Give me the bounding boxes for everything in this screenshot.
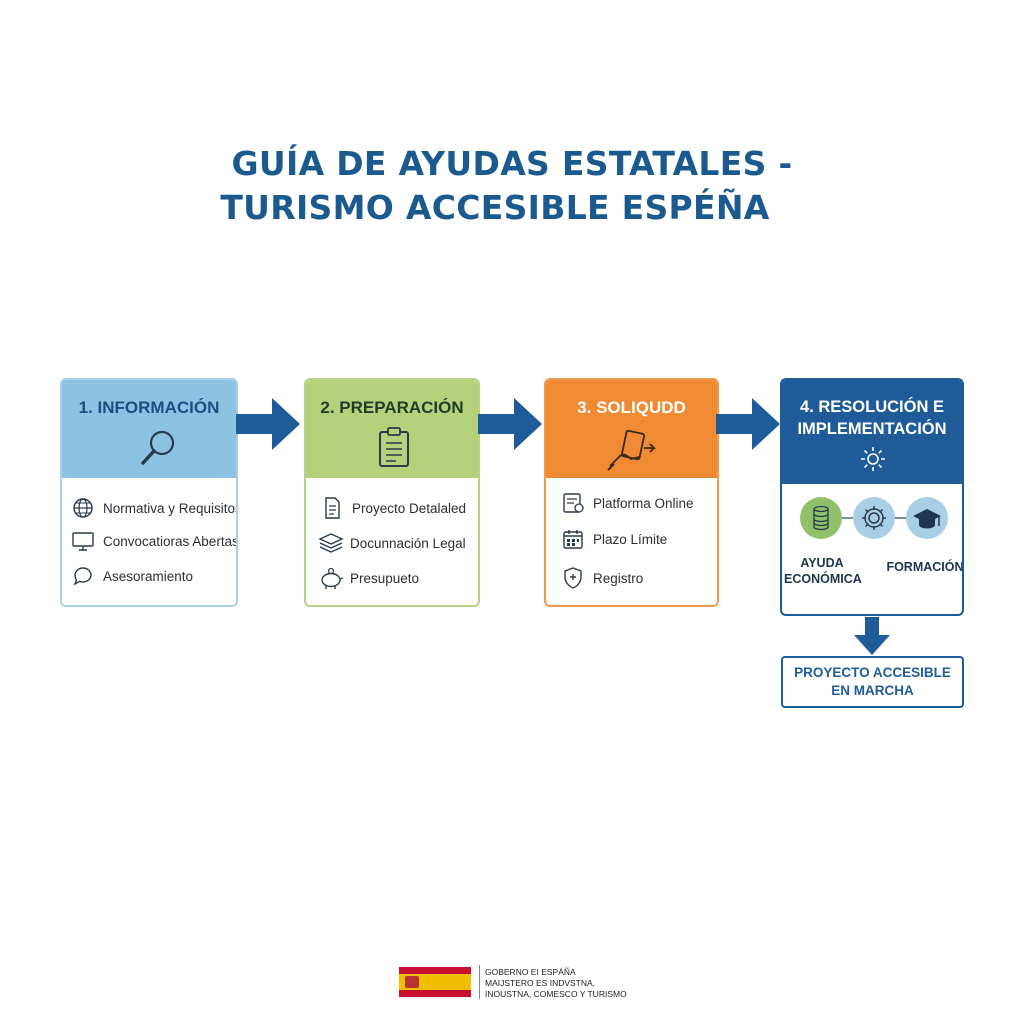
piggy-bank-icon <box>318 566 344 590</box>
connector-line <box>842 517 854 519</box>
step-header: 3. SOLIQUDD <box>546 380 717 478</box>
item-label: Platforma Online <box>593 495 694 511</box>
form-icon <box>561 491 585 515</box>
list-item[interactable]: Registro <box>546 566 717 590</box>
step-title: 2. PREPARACIÓN <box>320 398 464 417</box>
list-item[interactable]: Platforma Online <box>546 491 717 515</box>
chat-bubble-icon <box>71 564 95 588</box>
sun-burst-icon <box>860 446 886 477</box>
outcome-ayuda-economica[interactable] <box>800 497 842 539</box>
clipboard-icon <box>376 426 412 475</box>
list-item[interactable]: Asesoramiento <box>62 564 236 588</box>
footer-text: GOBERNO EI ESPÁÑA MAIJSTERO ES INDVSTNA,… <box>485 967 627 999</box>
item-label: Normativa y Requisitos <box>103 500 238 516</box>
divider <box>479 965 480 999</box>
outcome-gear[interactable] <box>853 497 895 539</box>
title-line-1: GUÍA DE AYUDAS ESTATALES - <box>231 144 793 183</box>
result-line-1: PROYECTO ACCESIBLE <box>794 665 951 680</box>
monitor-icon <box>71 529 95 553</box>
step-header: 1. INFORMACIÓN <box>62 380 236 478</box>
globe-icon <box>71 496 95 520</box>
document-icon <box>320 496 344 520</box>
step-card-informacion[interactable]: 1. INFORMACIÓN Normativa y Requisitos Co… <box>60 378 238 607</box>
step-title: 3. SOLIQUDD <box>577 398 686 417</box>
hand-tablet-icon <box>606 428 660 479</box>
gear-icon <box>862 506 886 530</box>
outcome-formacion[interactable] <box>906 497 948 539</box>
page-title: GUÍA DE AYUDAS ESTATALES - TURISMO ACCES… <box>0 142 1024 230</box>
list-item[interactable]: Plazo Límite <box>546 527 717 551</box>
result-line-2: EN MARCHA <box>831 683 914 698</box>
list-item[interactable]: Convocatioras Abertas <box>62 529 236 553</box>
magnifier-icon <box>138 427 182 476</box>
spain-flag-icon <box>399 967 471 997</box>
stack-icon <box>318 531 344 555</box>
list-item[interactable]: Presupueto <box>306 566 478 590</box>
graduation-cap-icon <box>913 509 941 529</box>
step-header: 4. RESOLUCIÓN E IMPLEMENTACIÓN <box>782 380 962 484</box>
step-card-preparacion[interactable]: 2. PREPARACIÓN Proyecto Detalaled Docunn… <box>304 378 480 607</box>
calendar-icon <box>561 527 585 551</box>
item-label: Asesoramiento <box>103 568 194 584</box>
step-title: 1. INFORMACIÓN <box>78 398 220 417</box>
step-card-solicitud[interactable]: 3. SOLIQUDD Platforma Online Plazo Límit… <box>544 378 719 607</box>
step-card-resolucion[interactable]: 4. RESOLUCIÓN E IMPLEMENTACIÓN AYUDA ECO… <box>780 378 964 616</box>
item-label: Plazo Límite <box>593 531 668 547</box>
step-header: 2. PREPARACIÓN <box>306 380 478 478</box>
flow-arrow <box>478 396 544 457</box>
item-label: Registro <box>593 570 644 586</box>
item-label: Proyecto Detalaled <box>352 500 467 516</box>
coins-icon <box>813 505 829 531</box>
step-title-line-1: 4. RESOLUCIÓN E <box>800 398 944 416</box>
item-label: Presupueto <box>350 570 420 586</box>
item-label: Convocatioras Abertas <box>103 533 238 549</box>
list-item[interactable]: Normativa y Requisitos <box>62 496 236 520</box>
flow-arrow <box>716 396 782 457</box>
list-item[interactable]: Proyecto Detalaled <box>306 496 478 520</box>
step-title: 4. RESOLUCIÓN E IMPLEMENTACIÓN <box>782 396 962 440</box>
connector-line <box>894 517 906 519</box>
shield-icon <box>561 566 585 590</box>
list-item[interactable]: Docunnación Legal <box>306 531 478 555</box>
step-title-line-2: IMPLEMENTACIÓN <box>797 420 947 438</box>
item-label: Docunnación Legal <box>350 535 466 551</box>
flow-arrow <box>236 396 302 457</box>
title-line-2: TURISMO ACCESIBLE ESPÉÑA <box>220 188 770 227</box>
down-arrow <box>852 617 892 662</box>
outcome-label: FORMACIÓN <box>886 560 964 574</box>
result-box[interactable]: PROYECTO ACCESIBLE EN MARCHA <box>781 656 964 708</box>
outcome-label: AYUDA ECONÓMICA <box>784 556 862 586</box>
